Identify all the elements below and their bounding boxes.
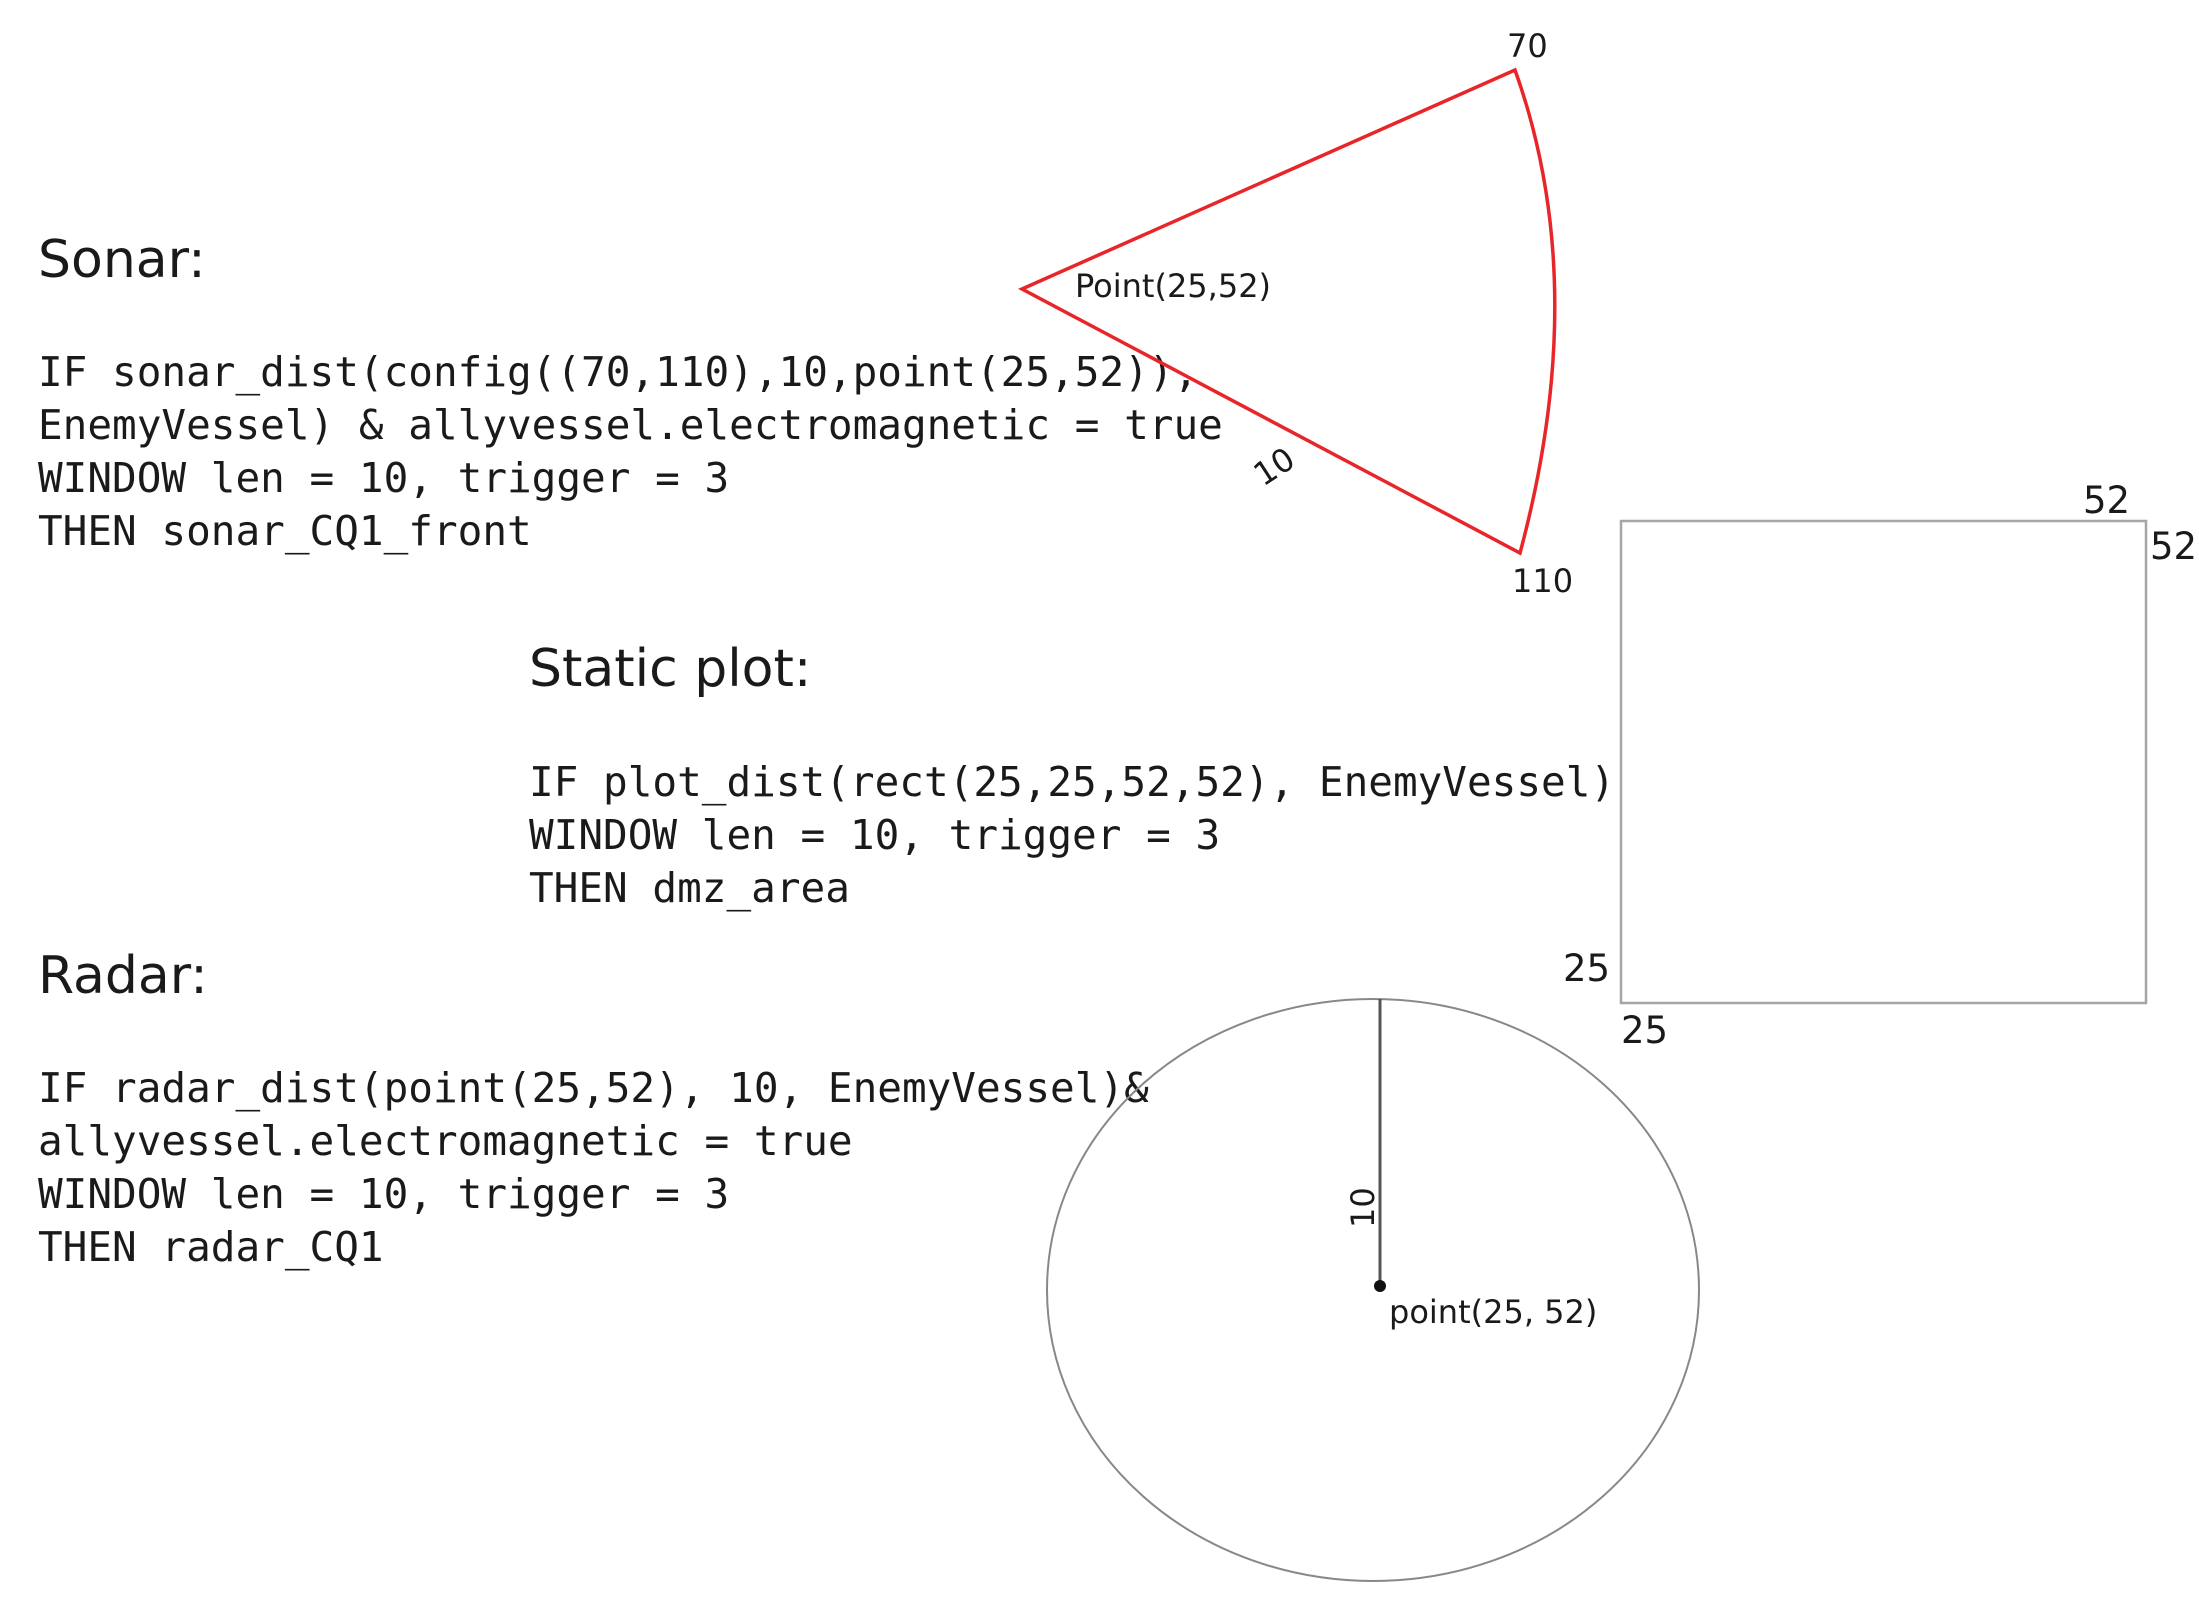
- static-plot-heading: Static plot:: [529, 639, 812, 699]
- sonar-code-line: EnemyVessel) & allyvessel.electromagneti…: [38, 401, 1223, 449]
- static-plot-label-bottom: 25: [1621, 1009, 1668, 1052]
- radar-range-circle: [1046, 998, 1700, 1582]
- radar-radius-label: 10: [1344, 1187, 1382, 1228]
- radar-center-point: [1374, 1280, 1386, 1292]
- static-plot-rule-code: IF plot_dist(rect(25,25,52,52), EnemyVes…: [529, 756, 1615, 915]
- radar-code-line: IF radar_dist(point(25,52), 10, EnemyVes…: [38, 1064, 1149, 1112]
- static-plot-code-line: THEN dmz_area: [529, 864, 850, 912]
- sonar-angle-label-bottom: 110: [1512, 562, 1573, 600]
- radar-code-line: allyvessel.electromagnetic = true: [38, 1117, 853, 1165]
- sonar-sector-shape: [1018, 67, 1557, 556]
- sonar-code-line: WINDOW len = 10, trigger = 3: [38, 454, 730, 502]
- sonar-rule-code: IF sonar_dist(config((70,110),10,point(2…: [38, 346, 1223, 558]
- static-plot-label-top: 52: [2083, 479, 2130, 522]
- radar-code-line: THEN radar_CQ1: [38, 1223, 384, 1271]
- static-plot-label-left: 25: [1563, 947, 1610, 990]
- sonar-heading: Sonar:: [38, 230, 206, 290]
- sonar-apex-label: Point(25,52): [1075, 267, 1271, 305]
- sonar-code-line: IF sonar_dist(config((70,110),10,point(2…: [38, 348, 1199, 396]
- sonar-code-line: THEN sonar_CQ1_front: [38, 507, 532, 555]
- static-plot-code-line: WINDOW len = 10, trigger = 3: [529, 811, 1221, 859]
- radar-center-label: point(25, 52): [1389, 1293, 1597, 1331]
- radar-heading: Radar:: [38, 946, 208, 1006]
- static-plot-code-line: IF plot_dist(rect(25,25,52,52), EnemyVes…: [529, 758, 1616, 806]
- static-plot-label-right: 52: [2150, 525, 2197, 568]
- sonar-diagram: 70 110 Point(25,52) 10: [1018, 27, 1573, 600]
- sonar-radius-label: 10: [1247, 440, 1302, 494]
- radar-code-line: WINDOW len = 10, trigger = 3: [38, 1170, 730, 1218]
- static-plot-rectangle: [1619, 519, 2148, 1005]
- static-plot-diagram: 52 52 25 25: [1563, 479, 2197, 1052]
- radar-rule-code: IF radar_dist(point(25,52), 10, EnemyVes…: [38, 1062, 1149, 1274]
- sonar-angle-label-top: 70: [1507, 27, 1548, 65]
- radar-diagram: 10 point(25, 52): [1046, 998, 1700, 1582]
